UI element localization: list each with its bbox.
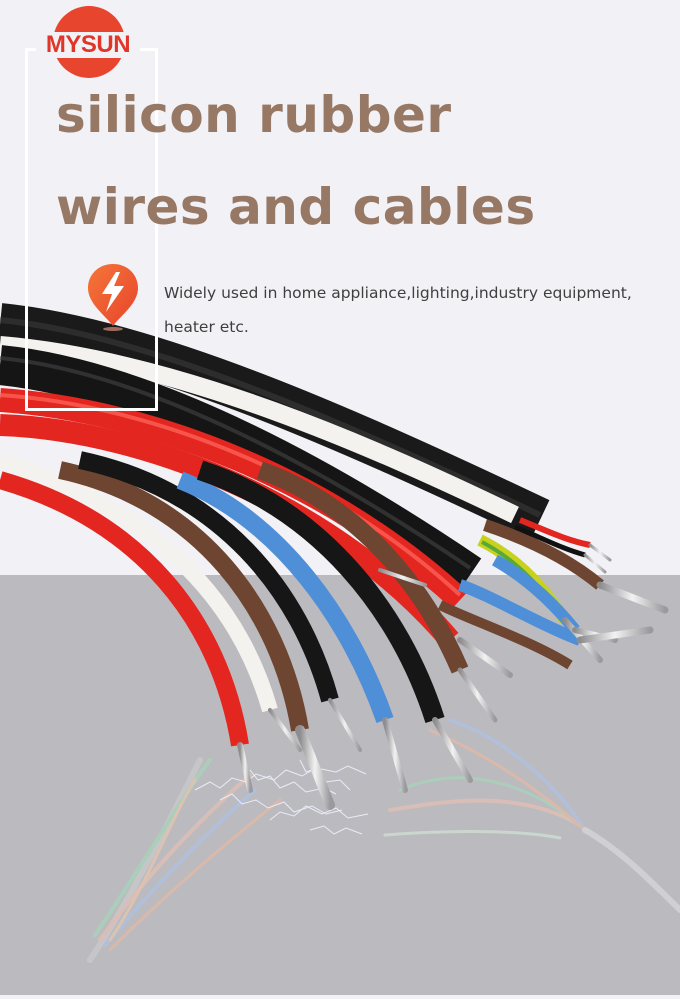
main-cables [0, 303, 604, 747]
headline-line-2: wires and cables [56, 178, 536, 236]
logo-band [36, 32, 140, 58]
feature-description: Widely used in home appliance,lighting,i… [164, 284, 632, 336]
lightning-pin-icon [88, 264, 138, 331]
brand-logo: MYSUN [36, 6, 140, 84]
logo-text: MYSUN [45, 31, 131, 58]
conductor-ends [237, 543, 669, 810]
faint-wires [87, 718, 680, 963]
bottom-edge [0, 995, 680, 999]
headline-line-1: silicon rubber [56, 86, 452, 144]
